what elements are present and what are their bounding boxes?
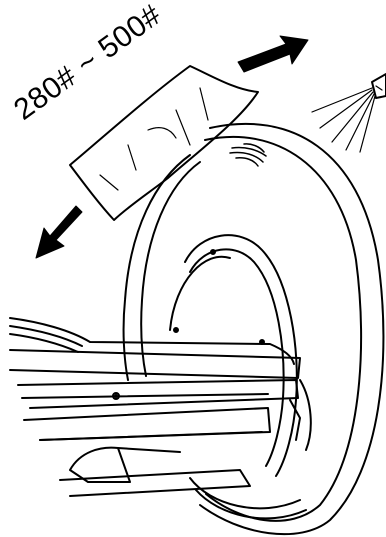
bore-ring-small	[170, 257, 230, 330]
arrow-down-left-icon	[36, 206, 82, 258]
spray-nozzle-icon	[312, 74, 386, 152]
bolt-2	[174, 328, 178, 332]
bolt-1	[211, 250, 215, 254]
tyre-band-1	[190, 478, 300, 508]
arrow-up-right-icon	[238, 36, 308, 72]
shell-rim-left	[124, 155, 190, 380]
wheel-shell-outer	[200, 124, 383, 534]
bed-upper-plate	[10, 350, 300, 378]
bed-rail	[22, 394, 268, 398]
scratch-mark-icon	[230, 144, 266, 166]
bed-lower-edge	[40, 432, 262, 440]
sandpaper-icon	[70, 66, 258, 220]
